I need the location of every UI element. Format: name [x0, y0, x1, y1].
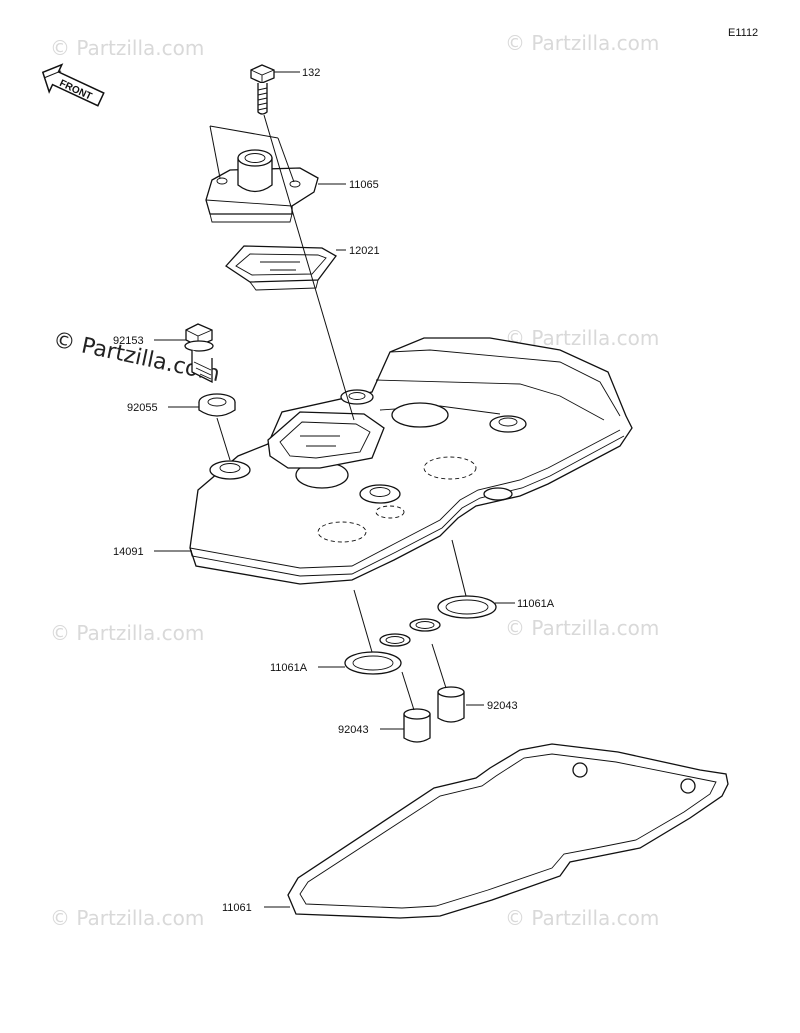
- part-number-label: 11065: [349, 179, 379, 191]
- part-92055-washer[interactable]: [198, 393, 236, 417]
- part-11065-breather-cover[interactable]: [205, 149, 319, 223]
- watermark: © Partzilla.com: [505, 906, 659, 930]
- part-number-label: 92153: [113, 335, 144, 347]
- figure-code: E1112: [728, 27, 758, 39]
- part-number-label: 11061A: [270, 662, 308, 674]
- part-number-label: 92055: [127, 402, 158, 414]
- part-132-bolt[interactable]: [250, 64, 275, 115]
- part-number-label: 92043: [487, 700, 518, 712]
- part-number-label: 11061A: [517, 598, 555, 610]
- leader-lines: [154, 71, 515, 908]
- watermark: © Partzilla.com: [50, 36, 204, 60]
- watermark: © Partzilla.com: [50, 621, 204, 645]
- part-labels: 132 11065 12021 92153 92055 14091 11061A…: [113, 67, 555, 914]
- watermark: © Partzilla.com: [505, 31, 659, 55]
- front-arrow-icon: FRONT: [41, 63, 105, 107]
- part-11061-cover-gasket[interactable]: [287, 743, 729, 919]
- part-number-label: 12021: [349, 245, 380, 257]
- part-92043-right-dowel[interactable]: [437, 686, 465, 723]
- part-11061A-left-seals[interactable]: [344, 633, 411, 675]
- part-number-label: 11061: [222, 902, 252, 914]
- part-number-label: 132: [302, 67, 320, 79]
- watermark: © Partzilla.com: [50, 906, 204, 930]
- part-92153-bolt[interactable]: [184, 323, 214, 384]
- watermark: © Partzilla.com: [505, 616, 659, 640]
- part-92043-left-dowel[interactable]: [403, 708, 431, 743]
- part-number-label: 92043: [338, 724, 369, 736]
- part-14091-head-cover[interactable]: [189, 337, 633, 585]
- part-12021-gasket[interactable]: [225, 245, 337, 291]
- part-11061A-right-seals[interactable]: [409, 595, 497, 632]
- part-number-label: 14091: [113, 546, 144, 558]
